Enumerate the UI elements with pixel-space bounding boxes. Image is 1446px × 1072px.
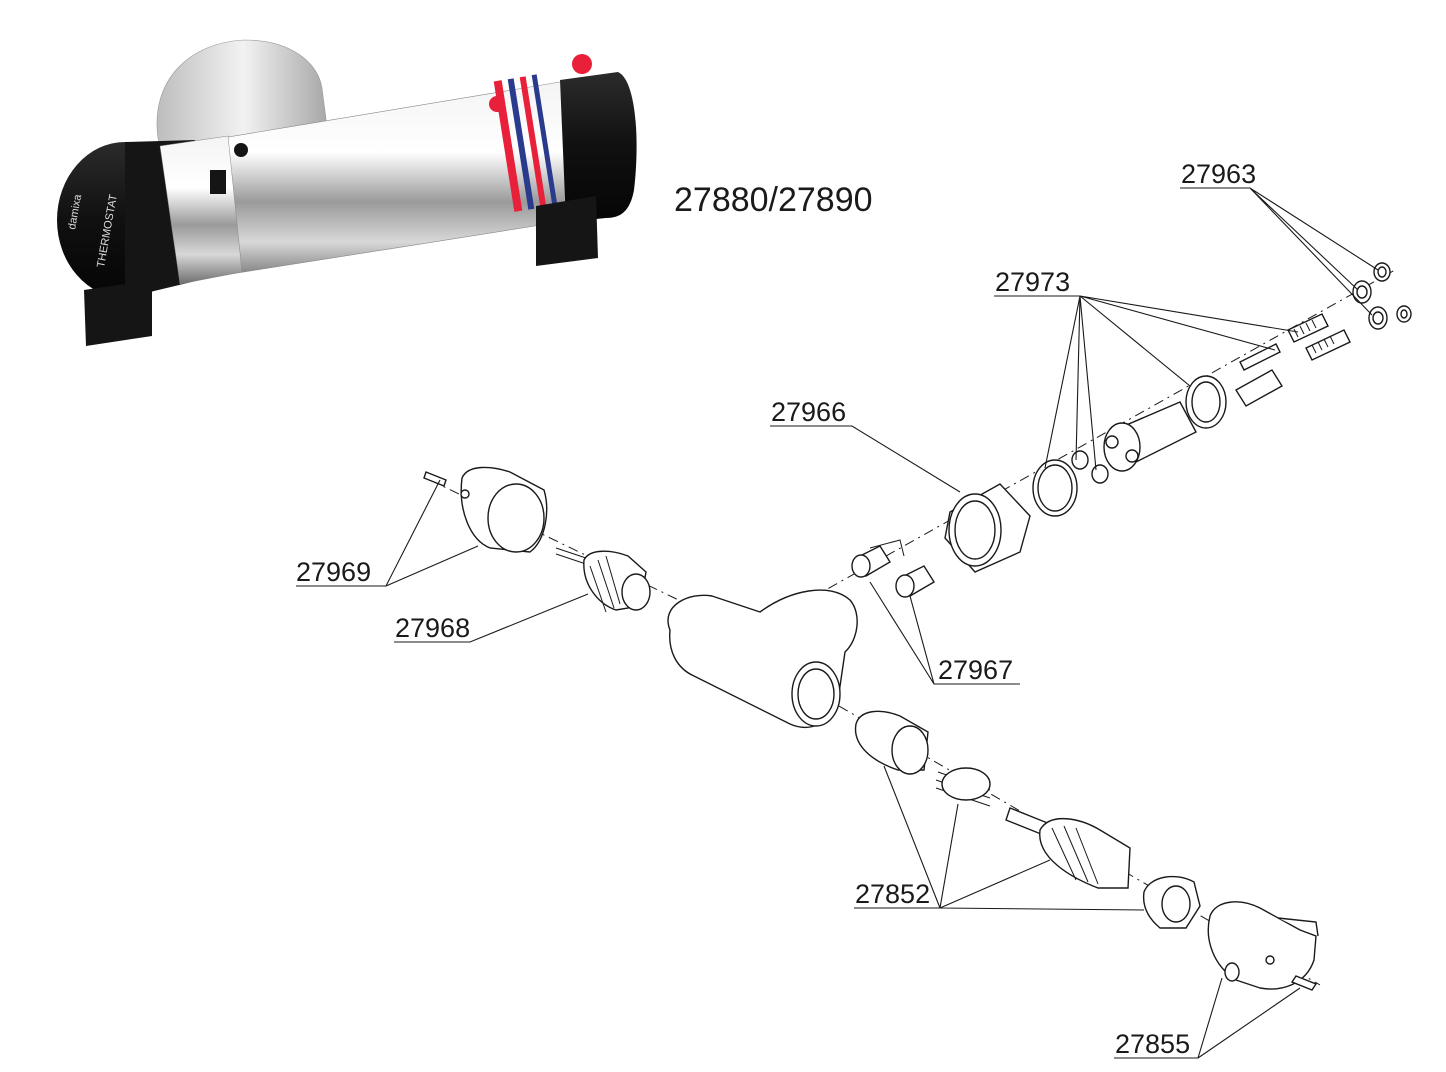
red-dot — [489, 96, 505, 112]
leader-lines — [296, 187, 1379, 1059]
label-27973: 27973 — [995, 267, 1070, 297]
part-27967-art — [851, 539, 935, 598]
label-27968: 27968 — [395, 613, 470, 643]
label-27852: 27852 — [855, 879, 930, 909]
label-27969: 27969 — [296, 557, 371, 587]
right-wall-bracket — [536, 196, 598, 266]
part-27968-art — [555, 547, 651, 613]
label-27966: 27966 — [771, 397, 846, 427]
part-27966-art — [944, 483, 1031, 573]
part-labels: 27963 27973 27966 27969 27968 27967 2785… — [296, 159, 1256, 1059]
part-27852-art — [854, 710, 1201, 929]
assembly-axes — [429, 269, 1396, 986]
part-27963-art — [1352, 262, 1412, 330]
red-stop-button — [572, 54, 592, 74]
product-photo: damixa THERMOSTAT — [57, 39, 637, 346]
label-27967: 27967 — [938, 655, 1013, 685]
right-end-cap — [560, 72, 637, 222]
part-27973-art — [1032, 313, 1351, 517]
part-27855-art — [1207, 901, 1319, 991]
label-27963: 27963 — [1181, 159, 1256, 189]
model-title: 27880/27890 — [674, 181, 873, 219]
left-wall-bracket — [84, 280, 152, 346]
temperature-scale — [493, 74, 558, 212]
mixer-body-outline — [667, 589, 858, 728]
label-27855: 27855 — [1115, 1029, 1190, 1059]
part-27969-art — [423, 466, 548, 553]
